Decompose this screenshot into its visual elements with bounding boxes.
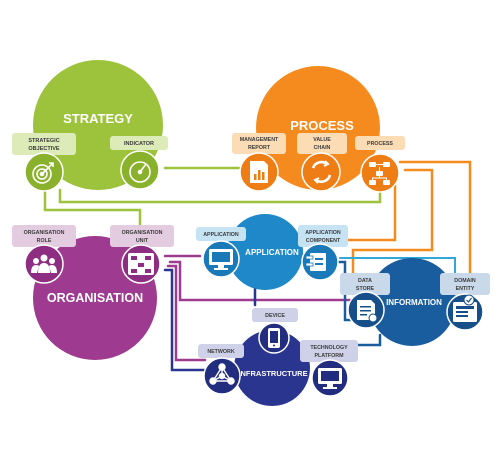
gauge-icon — [129, 161, 151, 183]
organisation-group: ORGANISATION ORGANISATION ROLE ORGANISAT… — [12, 225, 174, 360]
domain-entity-text-1: DOMAIN — [454, 278, 476, 284]
application-component-text-2: COMPONENT — [306, 238, 341, 244]
organisation-title: ORGANISATION — [47, 291, 143, 305]
organisation-unit-node[interactable]: ORGANISATION UNIT — [110, 225, 174, 284]
domain-entity-icon — [453, 294, 477, 322]
connector-process-information — [330, 178, 397, 242]
device-node[interactable]: DEVICE — [252, 308, 298, 354]
value-chain-text-2: CHAIN — [314, 145, 331, 151]
process-text: PROCESS — [367, 141, 393, 147]
domain-entity-text-2: ENTITY — [456, 286, 475, 292]
indicator-text: INDICATOR — [124, 141, 154, 147]
org-unit-icon — [128, 253, 154, 275]
indicator-node[interactable]: INDICATOR — [110, 136, 168, 190]
data-store-node[interactable]: DATA STORE — [340, 273, 390, 329]
platform-monitor-icon — [318, 368, 342, 389]
strategy-title: STRATEGY — [63, 111, 133, 126]
management-report-text-2: REPORT — [248, 145, 271, 151]
process-title: PROCESS — [290, 118, 354, 133]
target-icon — [32, 162, 54, 184]
network-icon — [209, 363, 235, 385]
organisation-unit-label — [110, 225, 174, 247]
technology-platform-label — [300, 340, 358, 362]
data-store-text-1: DATA — [358, 278, 372, 284]
organisation-unit-text-1: ORGANISATION — [122, 230, 163, 236]
management-report-text-1: MANAGEMENT — [240, 137, 279, 143]
value-chain-node[interactable]: VALUE CHAIN — [297, 133, 347, 192]
organisation-role-label — [12, 225, 76, 247]
domain-entity-label — [440, 273, 490, 295]
application-label — [196, 227, 246, 241]
management-report-node[interactable]: MANAGEMENT REPORT — [232, 133, 286, 192]
application-text: APPLICATION — [203, 232, 239, 238]
application-component-label — [298, 225, 348, 247]
network-node[interactable]: NETWORK — [198, 344, 244, 395]
application-group: APPLICATION APPLICATION APPLICATION COMP… — [196, 214, 348, 290]
organisation-role-text-1: ORGANISATION — [24, 230, 65, 236]
device-text: DEVICE — [265, 313, 285, 319]
indicator-label — [110, 136, 168, 150]
connector-org-infra-dark — [163, 268, 212, 372]
technology-platform-text-2: PLATFORM — [314, 353, 344, 359]
infrastructure-title: INFRASTRUCTURE — [238, 369, 307, 378]
application-component-node[interactable]: APPLICATION COMPONENT — [298, 225, 348, 281]
connector-strategy-process-2 — [58, 188, 382, 204]
component-icon — [305, 253, 326, 271]
data-store-label — [340, 273, 390, 295]
information-group: INFORMATION DATA STORE DOMAIN ENTITY — [340, 258, 490, 346]
value-chain-text-1: VALUE — [313, 137, 331, 143]
strategic-objective-label — [12, 133, 76, 155]
application-title: APPLICATION — [245, 248, 299, 257]
report-chart-icon — [250, 161, 268, 183]
strategic-objective-node[interactable]: STRATEGIC OBJECTIVE — [12, 133, 76, 192]
strategic-objective-text-2: OBJECTIVE — [28, 146, 60, 152]
infrastructure-circle — [234, 330, 310, 406]
management-report-label — [232, 133, 286, 154]
process-flow-icon — [369, 162, 390, 185]
data-store-icon — [357, 300, 378, 323]
infrastructure-group: INFRASTRUCTURE DEVICE NETWORK — [198, 308, 358, 406]
process-label — [355, 136, 405, 150]
network-text: NETWORK — [207, 349, 235, 355]
connector-org-infrastructure — [166, 264, 207, 362]
organisation-role-node[interactable]: ORGANISATION ROLE — [12, 225, 76, 284]
application-component-text-1: APPLICATION — [305, 230, 341, 236]
domain-entity-node[interactable]: DOMAIN ENTITY — [440, 273, 490, 331]
process-group: PROCESS MANAGEMENT REPORT VALUE CHAIN — [232, 66, 405, 193]
connector-application-domain — [339, 257, 456, 279]
data-store-text-2: STORE — [356, 286, 375, 292]
cycle-arrows-icon — [311, 160, 332, 184]
strategic-objective-text-1: STRATEGIC — [28, 138, 59, 144]
connector-org-information — [168, 260, 352, 302]
strategy-group: STRATEGY STRATEGIC OBJECTIVE INDICATOR — [12, 60, 168, 192]
application-node[interactable]: APPLICATION — [196, 227, 246, 278]
connector-process-domain — [398, 160, 472, 282]
network-label — [198, 344, 244, 358]
information-title: INFORMATION — [386, 298, 442, 307]
device-label — [252, 308, 298, 322]
technology-platform-node[interactable]: TECHNOLOGY PLATFORM — [300, 340, 358, 397]
value-chain-label — [297, 133, 347, 154]
process-node[interactable]: PROCESS — [355, 136, 405, 193]
mobile-device-icon — [268, 328, 280, 348]
technology-platform-text-1: TECHNOLOGY — [310, 345, 348, 351]
organisation-unit-text-2: UNIT — [136, 238, 149, 244]
organisation-role-text-2: ROLE — [37, 238, 52, 244]
monitor-icon — [209, 249, 233, 270]
process-circle — [256, 66, 380, 190]
people-group-icon — [31, 254, 57, 273]
connector-strategy-organisation — [43, 188, 142, 234]
